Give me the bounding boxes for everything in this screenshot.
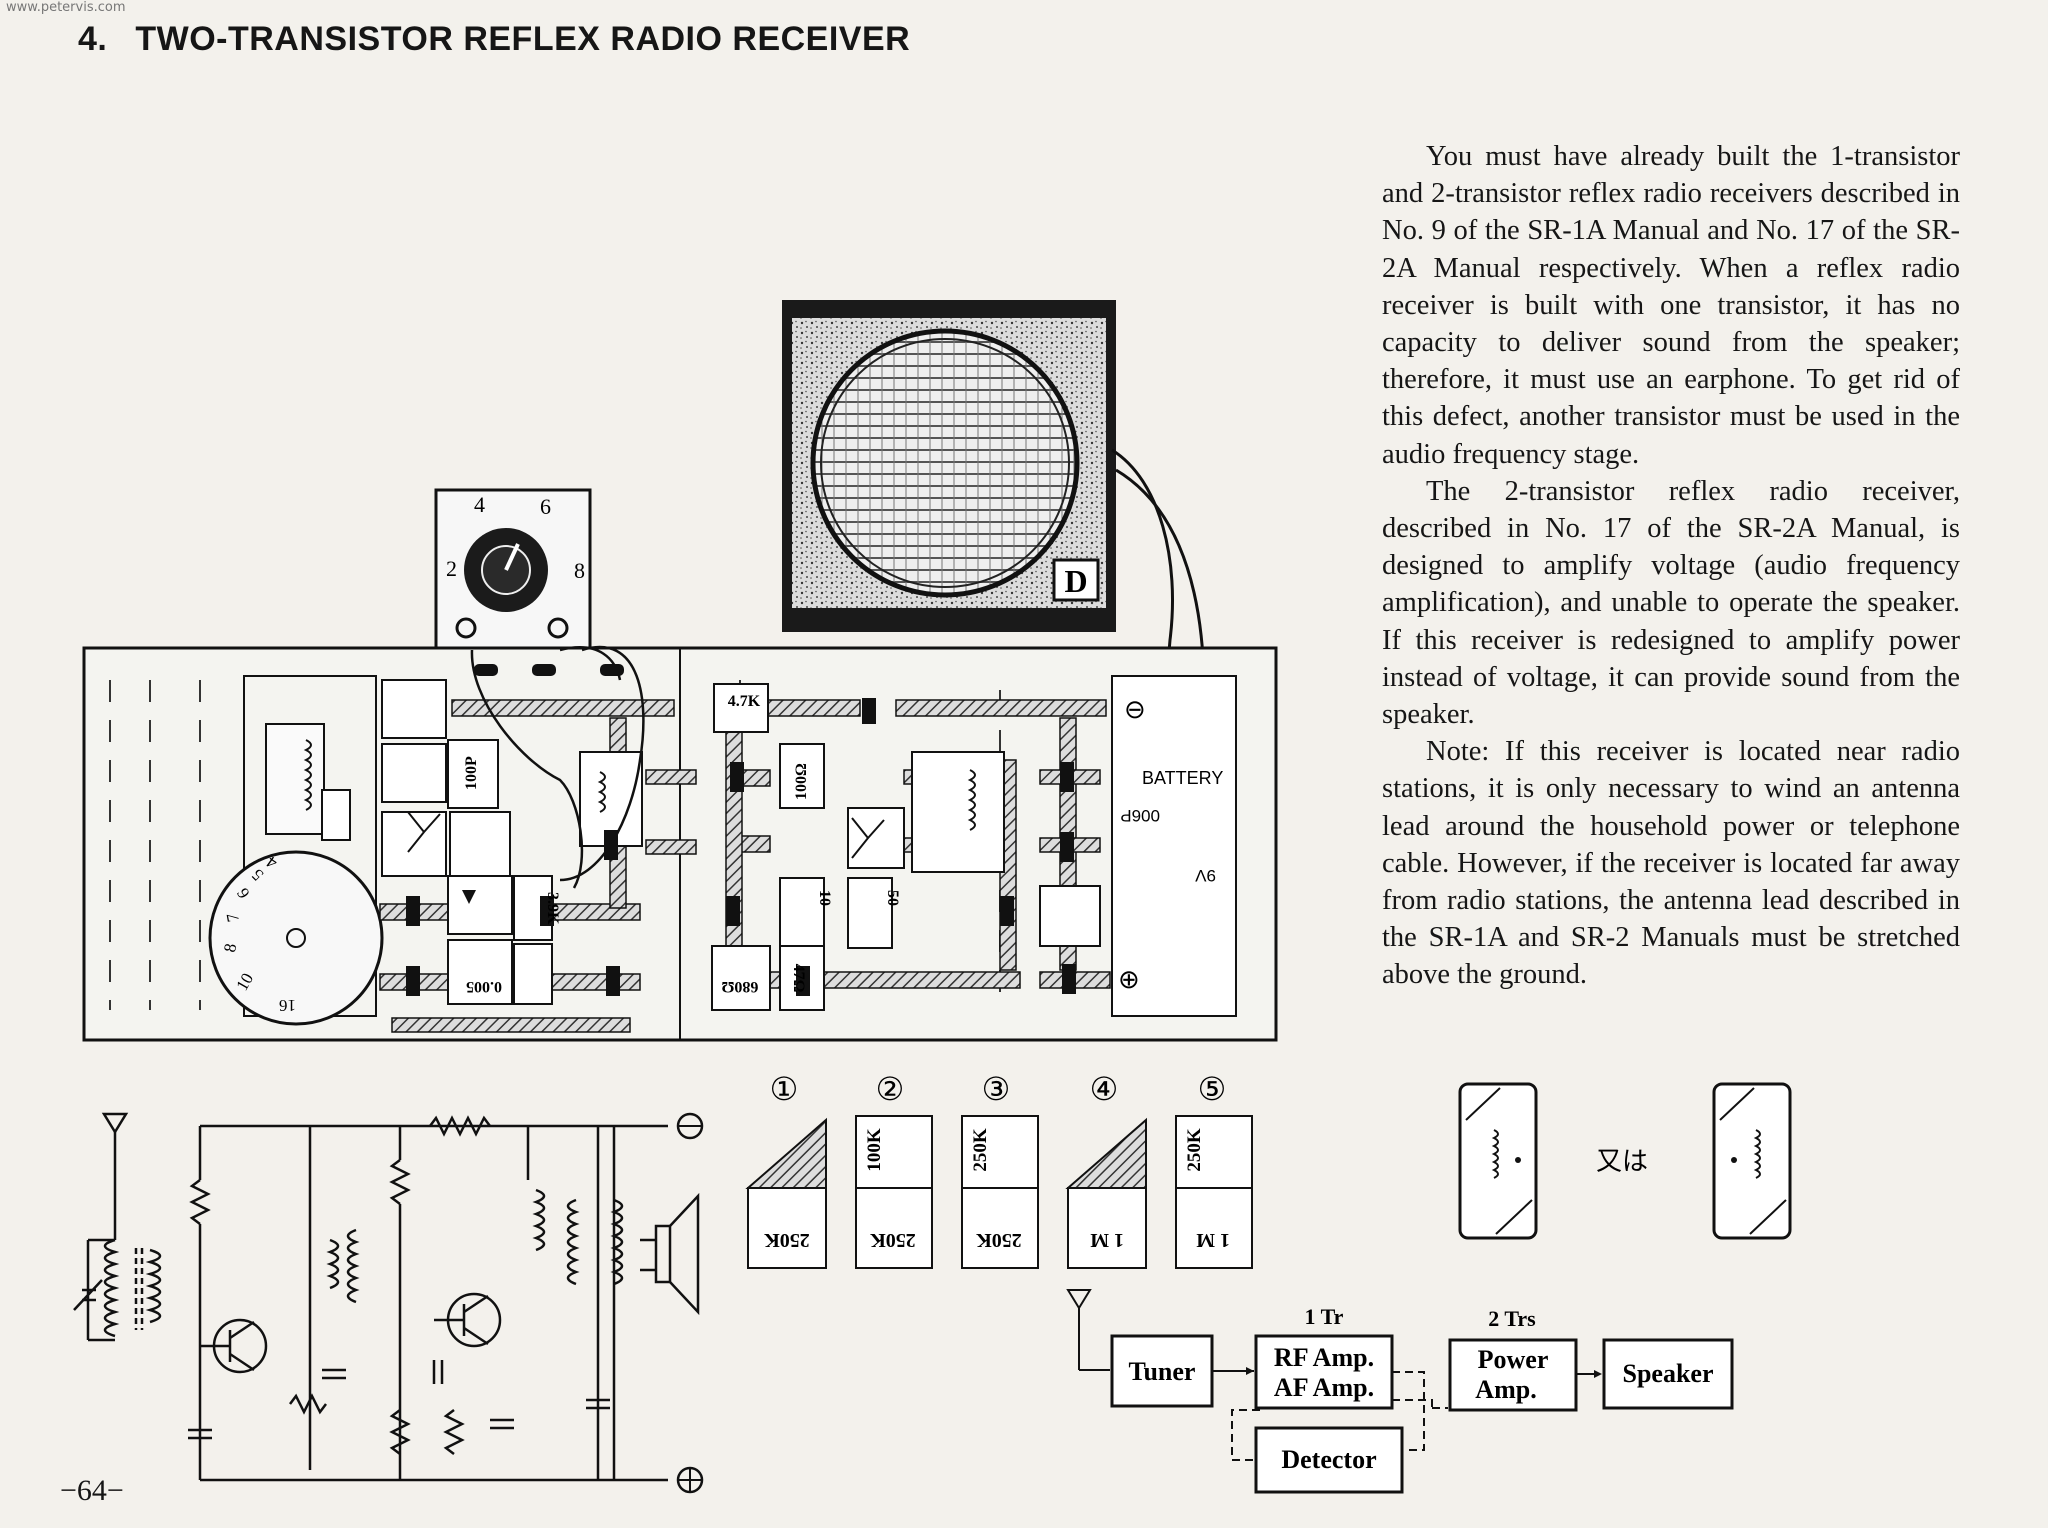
site-watermark: www.petervis.com: [6, 0, 126, 15]
section-title: TWO-TRANSISTOR REFLEX RADIO RECEIVER: [135, 20, 911, 58]
coil-dial-icon: [208, 850, 384, 1026]
block-rf-amp-label: RF Amp.: [1274, 1343, 1374, 1372]
label-10: 10: [816, 890, 833, 906]
dial-mark-2: 2: [446, 556, 457, 581]
label-3-9k: 3.9K: [544, 892, 561, 925]
variant-1-mark: ①: [770, 1071, 799, 1107]
battery-006p: [1111, 675, 1237, 1017]
section-heading: 4. TWO-TRANSISTOR REFLEX RADIO RECEIVER: [78, 20, 910, 59]
variant-2-mark: ②: [876, 1071, 905, 1107]
block-power-label: Power: [1478, 1345, 1549, 1374]
block-tuner: [1110, 1334, 1214, 1408]
label-4-7k: 4.7K: [728, 693, 761, 710]
paragraph-redesign: The 2-transistor reflex radio receiver, …: [1382, 475, 1960, 731]
variant-5-mark: ⑤: [1198, 1071, 1227, 1107]
body-text: You must have already built the 1-transi…: [1382, 138, 1960, 994]
variant-1-bottom: 250K: [764, 1229, 810, 1251]
brand-logo-icon: [1052, 558, 1100, 602]
schematic-terminals: ⊖ ⊕: [690, 1123, 691, 1479]
dial-mark-6: 6: [540, 494, 551, 519]
schematic-negative-icon: ⊖: [690, 1123, 691, 1125]
battery-negative-icon: ⊖: [1124, 695, 1146, 724]
block-speaker-label: Speaker: [1623, 1359, 1714, 1388]
alternative-text: 又は: [1596, 1147, 1648, 1177]
variant-3-bottom: 250K: [976, 1229, 1022, 1251]
breadboard-layout: 16 10 8 7 6 5 4: [82, 646, 1278, 1042]
stage-1tr-label: 1 Tr: [1305, 1304, 1344, 1329]
variant-3-top: 250K: [970, 1128, 991, 1172]
block-speaker: [1602, 1338, 1734, 1410]
coil-mark-7: 7: [223, 911, 243, 923]
variant-2-bottom: 250K: [870, 1229, 916, 1251]
dial-mark-4: 4: [474, 492, 485, 517]
dial-mark-8: 8: [574, 558, 585, 583]
label-100-ohm: 100Ω: [793, 763, 810, 800]
paragraph-note: Note: If this receiver is located near r…: [1382, 736, 1960, 991]
block-diagram: Tuner 1 Tr RF Amp. AF Amp. 2 Trs Power A…: [1066, 1289, 1734, 1494]
battery-label: BATTERY: [1142, 768, 1223, 788]
variant-5-bottom: 1 M: [1196, 1229, 1230, 1251]
variant-4-bottom: 1 M: [1090, 1229, 1124, 1251]
battery-model: 006P: [1120, 806, 1160, 825]
battery-positive-icon: ⊕: [1118, 965, 1140, 994]
pot-variants: ① 250K ② 100K 250K ③ 250K 250K ④ 1 M ⑤ 2…: [745, 1071, 1253, 1269]
section-number: 4.: [78, 20, 108, 58]
block-detector: [1254, 1426, 1404, 1494]
block-power-amp-label: Amp.: [1475, 1375, 1536, 1404]
page-number: −64−: [60, 1474, 124, 1507]
variant-2-top: 100K: [864, 1128, 885, 1172]
tuning-capacitor: 2 4 6 8: [434, 488, 592, 652]
battery-voltage: 9V: [1195, 866, 1216, 885]
svg-text:D: D: [1064, 563, 1087, 599]
transformer-alternatives: 又は: [1458, 1082, 1792, 1240]
variant-5-top: 250K: [1184, 1128, 1205, 1172]
variant-3-mark: ③: [982, 1071, 1011, 1107]
block-tuner-label: Tuner: [1129, 1357, 1196, 1386]
coil-mark-16: 16: [279, 996, 296, 1015]
label-0-005: 0.005: [466, 978, 502, 995]
circuit-schematic: [73, 1112, 704, 1494]
label-47-ohm: 47Ω: [790, 964, 807, 993]
speaker-unit: D: [782, 300, 1206, 981]
block-rf-af-amp: [1254, 1334, 1394, 1410]
label-50: 50: [884, 890, 901, 906]
label-680-ohm: 680Ω: [721, 978, 758, 995]
block-detector-label: Detector: [1281, 1445, 1376, 1474]
stage-2trs-label: 2 Trs: [1488, 1306, 1536, 1331]
label-100p: 100P: [463, 756, 480, 790]
block-power-amp: [1448, 1338, 1578, 1412]
block-af-amp-label: AF Amp.: [1274, 1373, 1374, 1402]
paragraph-intro: You must have already built the 1-transi…: [1382, 141, 1960, 470]
coil-mark-8: 8: [220, 942, 240, 954]
variant-4-mark: ④: [1090, 1071, 1119, 1107]
